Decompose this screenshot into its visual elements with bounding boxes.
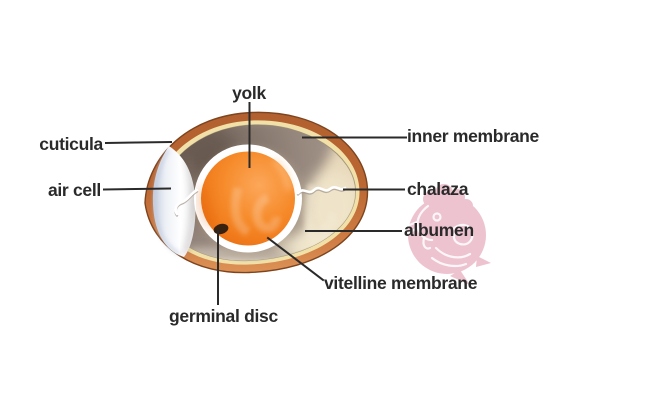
air-cell-region <box>152 146 196 257</box>
vitelline-pointer-line <box>266 236 325 282</box>
label-germinal-disc: germinal disc <box>169 306 278 326</box>
label-yolk: yolk <box>232 83 266 103</box>
pointer-lines <box>102 102 407 305</box>
label-inner-membrane: inner membrane <box>407 126 539 146</box>
label-cuticula: cuticula <box>39 134 103 154</box>
label-chalaza: chalaza <box>407 179 469 199</box>
rooster-head-icon <box>405 184 491 285</box>
chalaza-strand-right <box>296 186 347 196</box>
cuticula-pointer-line <box>104 140 173 145</box>
label-air-cell: air cell <box>47 180 101 200</box>
label-vitelline-membrane: vitelline membrane <box>324 273 478 293</box>
watermark-letters-yolk <box>230 186 281 237</box>
label-albumen: albumen <box>404 220 474 240</box>
egg-body <box>144 111 369 274</box>
chalaza-strand-left <box>174 188 199 217</box>
air-cell-pointer-line <box>102 187 172 191</box>
